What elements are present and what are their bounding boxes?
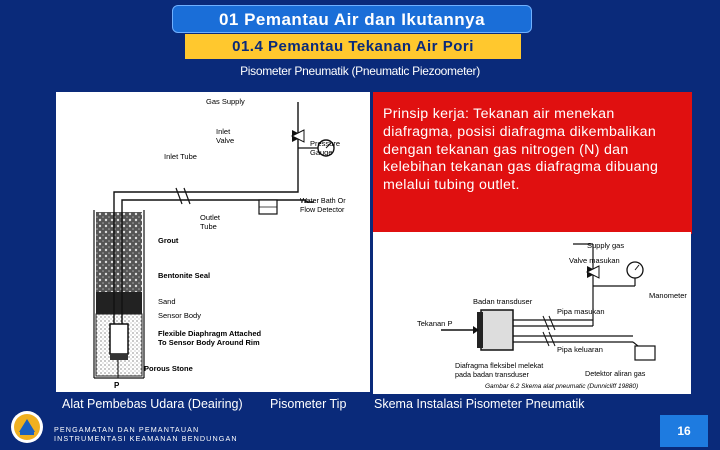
footer-org-line1: PENGAMATAN DAN PEMANTAUAN — [54, 425, 200, 434]
pneumatic-schematic-diagram: Supply gas Valve masukan Manometer Badan… — [373, 232, 691, 394]
label-porous-stone: Porous Stone — [144, 364, 193, 373]
schematic-svg: Supply gas Valve masukan Manometer Badan… — [417, 241, 687, 390]
label-sand: Sand — [158, 297, 176, 306]
slide-subtitle: 01.4 Pemantau Tekanan Air Pori — [185, 34, 521, 59]
label-badan-transduser: Badan transduser — [473, 297, 533, 306]
label-sensor-body: Sensor Body — [158, 311, 201, 320]
label-water-bath-2: Flow Detector — [300, 205, 345, 214]
footer-org-line2: INSTRUMENTASI KEAMANAN BENDUNGAN — [54, 434, 238, 443]
label-manometer: Manometer — [649, 291, 687, 300]
label-inlet-valve-1: Inlet — [216, 127, 231, 136]
label-diafragma-1: Diafragma fleksibel melekat — [455, 361, 543, 370]
caption-schematic: Skema Instalasi Pisometer Pneumatik — [374, 397, 585, 411]
principle-text-box: Prinsip kerja: Tekanan air menekan diafr… — [373, 92, 692, 234]
label-pipa-masukan: Pipa masukan — [557, 307, 605, 316]
label-outlet-tube-1: Outlet — [200, 213, 221, 222]
caption-piezometer-tip: Pisometer Tip — [270, 397, 347, 411]
label-tekanan-p: Tekanan P — [417, 319, 452, 328]
label-p: P — [114, 381, 120, 390]
piezometer-schematic-svg: Gas Supply Inlet Valve Pressure Gauge In… — [93, 97, 346, 390]
transducer-body — [480, 309, 514, 351]
figure-caption: Gambar 6.2 Skema alat pneumatic (Dunnicl… — [485, 383, 638, 390]
caption-deairing: Alat Pembebas Udara (Deairing) — [62, 397, 243, 411]
bentonite-seal — [96, 292, 142, 314]
label-supply-gas: Supply gas — [587, 241, 624, 250]
label-diaphragm-2: To Sensor Body Around Rim — [158, 338, 260, 347]
slide-title: 01 Pemantau Air dan Ikutannya — [172, 5, 532, 33]
diaphragm-element — [477, 312, 483, 348]
porous-stone — [110, 354, 128, 360]
sensor-body — [109, 323, 129, 355]
label-inlet-tube: Inlet Tube — [164, 152, 197, 161]
label-grout: Grout — [158, 236, 179, 245]
footer-organization: PENGAMATAN DAN PEMANTAUAN INSTRUMENTASI … — [54, 425, 238, 443]
label-outlet-tube-2: Tube — [200, 222, 217, 231]
grout-fill — [96, 212, 142, 292]
label-valve-masukan: Valve masukan — [569, 256, 620, 265]
label-pressure-gauge-2: Gauge — [310, 148, 333, 157]
label-inlet-valve-2: Valve — [216, 136, 234, 145]
label-diaphragm-1: Flexible Diaphragm Attached — [158, 329, 261, 338]
label-bentonite: Bentonite Seal — [158, 271, 210, 280]
label-water-bath-1: Water Bath Or — [300, 196, 346, 205]
label-gas-supply: Gas Supply — [206, 97, 245, 106]
label-pipa-keluaran: Pipa keluaran — [557, 345, 603, 354]
ministry-logo-icon — [11, 411, 43, 443]
gas-detector-icon — [634, 345, 656, 361]
section-caption: Pisometer Pneumatik (Pneumatic Piezoomet… — [240, 64, 480, 78]
label-diafragma-2: pada badan transduser — [455, 370, 530, 379]
pneumatic-piezometer-diagram: Gas Supply Inlet Valve Pressure Gauge In… — [56, 92, 370, 392]
label-detektor: Detektor aliran gas — [585, 369, 646, 378]
page-number: 16 — [660, 415, 708, 447]
label-pressure-gauge-1: Pressure — [310, 139, 340, 148]
